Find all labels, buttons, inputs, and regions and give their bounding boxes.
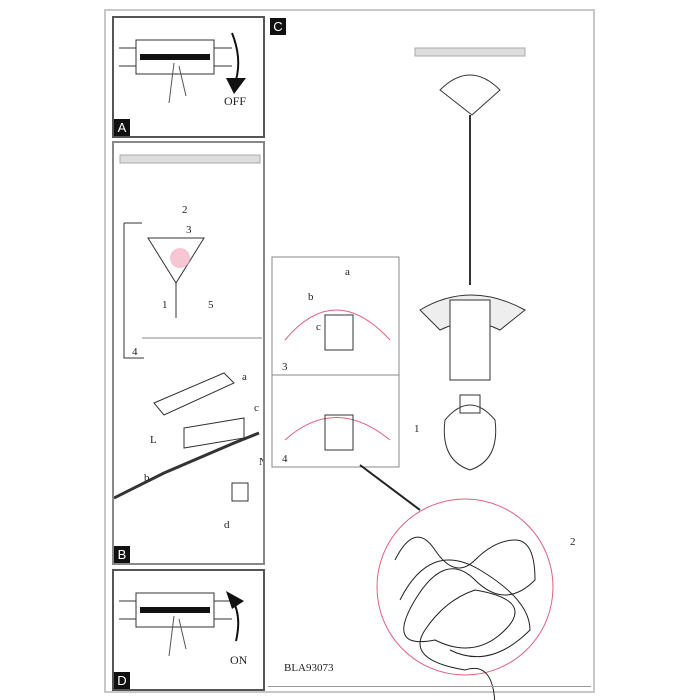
panel-a-tag: A	[114, 119, 130, 136]
label-n: N	[259, 456, 263, 468]
label-1: 1	[162, 299, 168, 311]
label-c: c	[254, 402, 259, 414]
wiring-illustration: a c b d 2 3 1 5 4 L N	[114, 154, 263, 531]
label-4: 4	[132, 346, 138, 358]
label-d: d	[224, 519, 230, 531]
label-5: 5	[208, 299, 214, 311]
panel-b: a c b d 2 3 1 5 4 L N B	[112, 141, 265, 565]
panel-d-tag: D	[114, 672, 130, 689]
label-a: a	[242, 371, 247, 383]
panel-d: ON D	[112, 569, 265, 691]
label-l: L	[150, 434, 157, 446]
bottom-rule	[268, 686, 591, 687]
label-3: 3	[186, 224, 192, 236]
off-label: OFF	[224, 94, 247, 108]
arrow-down-icon	[226, 78, 246, 94]
arrow-up-icon	[226, 591, 244, 609]
label-2: 2	[182, 204, 188, 216]
panel-b-tag: B	[114, 546, 130, 563]
panel-c-tag: C	[270, 18, 286, 35]
label-b: b	[144, 472, 150, 484]
panel-a: OFF A	[112, 16, 265, 138]
breaker-on-illustration	[119, 591, 244, 657]
breaker-off-illustration	[119, 32, 246, 104]
product-code: BLA93073	[284, 662, 334, 674]
page-frame	[104, 9, 595, 693]
on-label: ON	[230, 653, 248, 667]
